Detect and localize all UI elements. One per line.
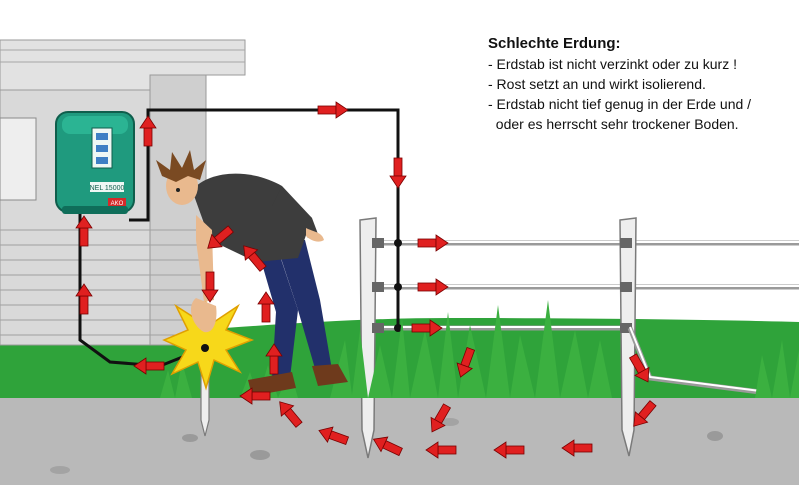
electric-shock-icon (162, 297, 255, 391)
caption-line: - Rost setzt an und wirkt isolierend. (488, 76, 706, 92)
fence-post-icon (359, 217, 377, 459)
energizer-device-icon: NEL 15000 AKO (55, 111, 135, 214)
soil-ground (0, 398, 799, 485)
energizer-model-label: NEL 15000 (90, 185, 125, 192)
caption-line: - Erdstab ist nicht verzinkt oder zu kur… (488, 56, 737, 72)
caption-box: Schlechte Erdung: - Erdstab ist nicht ve… (488, 34, 788, 134)
caption-title: Schlechte Erdung: (488, 35, 621, 52)
caption-line: oder es herrscht sehr trockener Boden. (488, 116, 739, 132)
fence-post-icon (619, 217, 637, 457)
energizer-brand-label: AKO (111, 201, 124, 207)
caption-line: - Erdstab nicht tief genug in der Erde u… (488, 96, 752, 112)
